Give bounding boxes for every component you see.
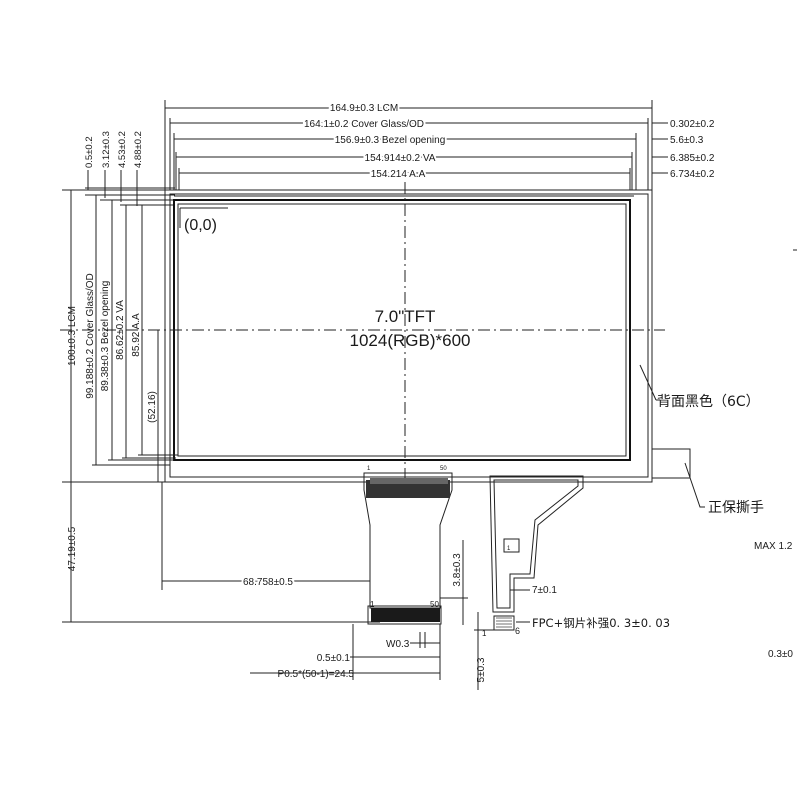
dim-aa-height: 85.92 A.A (131, 313, 142, 357)
dim-bezel-height: 89.38±0.3 Bezel opening (100, 281, 111, 392)
dim-right-4: 6.734±0.2 (670, 169, 715, 180)
fpc-pin-first: 1 (370, 600, 375, 609)
dim-pitch: P0.5*(50-1)=24.5 (278, 669, 355, 680)
dim-top-vertical-4: 4.88±0.2 (133, 131, 144, 168)
dim-tab-width: 7±0.1 (532, 585, 557, 596)
dim-va-height: 86.62±0.2 VA (115, 300, 126, 360)
dim-top-vertical-1: 0.5±0.2 (84, 136, 95, 168)
stiffener-pad (493, 615, 515, 631)
dim-va-width: 154.914±0.2 VA (365, 153, 436, 164)
dim-fpc-length: 3.8±0.3 (452, 553, 463, 587)
left-dimension-lines (62, 189, 380, 623)
secondary-fpc (489, 475, 584, 631)
fpc-contact-pads (371, 608, 440, 622)
dim-top-vertical-3: 4.53±0.2 (117, 131, 128, 168)
dim-right-3: 6.385±0.2 (670, 153, 715, 164)
dim-right-1: 0.302±0.2 (670, 119, 715, 130)
stiffener-note: FPC+钢片补强0. 3±0. 03 (532, 616, 670, 630)
dim-fpc-height: 47.19±0.5 (67, 526, 78, 571)
dim-center-height: (52.16) (147, 391, 158, 423)
dim-lcm-height: 100±0.3 LCM (67, 306, 78, 366)
top-left-dimension-lines (85, 170, 175, 206)
dim-top-vertical-2: 3.12±0.3 (101, 131, 112, 168)
small-pin-label: 1 (482, 629, 487, 638)
tab-width-dim (510, 578, 530, 596)
main-fpc (363, 472, 453, 625)
back-color-note: 背面黑色（6C） (657, 393, 760, 410)
fpc-top-pin-last: 50 (440, 466, 447, 472)
fpc-top-pad (366, 480, 450, 498)
tab-note: 正保撕手 (708, 500, 764, 516)
pitch-dims (250, 624, 441, 680)
dim-pin-width: W0.3 (386, 639, 410, 650)
fpc-length-dim (440, 540, 468, 625)
fpc-top-pin-first: 1 (367, 466, 371, 472)
secondary-small-label: 1 (507, 546, 511, 552)
max-note: MAX 1.2 (754, 541, 793, 552)
panel-outlines (60, 182, 665, 485)
thickness-note: 0.3±0 (768, 649, 793, 660)
tail-mark: 6 (515, 626, 520, 636)
fpc-offset-dim (161, 482, 370, 590)
fpc-pin-last: 50 (430, 600, 439, 609)
dim-tail: 5±0.3 (476, 657, 487, 682)
origin-label: (0,0) (184, 217, 217, 234)
tail-dim (474, 612, 494, 690)
back-color-leader (639, 364, 660, 401)
dim-cover-glass-height: 99.188±0.2 Cover Glass/OD (85, 273, 96, 399)
dim-pin-gap: 0.5±0.1 (317, 653, 351, 664)
dim-right-2: 5.6±0.3 (670, 135, 704, 146)
dim-fpc-offset: 68.758±0.5 (243, 577, 293, 588)
panel-resolution-label: 1024(RGB)*600 (350, 331, 471, 350)
protective-film-tab (651, 448, 705, 508)
dim-bezel-width: 156.9±0.3 Bezel opening (335, 135, 446, 146)
dim-cover-glass-width: 164.1±0.2 Cover Glass/OD (304, 119, 424, 130)
top-dimension-lines (164, 100, 668, 190)
panel-size-label: 7.0"TFT (375, 307, 436, 326)
dim-aa-width: 154.214 A.A (371, 169, 426, 180)
dim-lcm-width: 164.9±0.3 LCM (330, 103, 398, 114)
